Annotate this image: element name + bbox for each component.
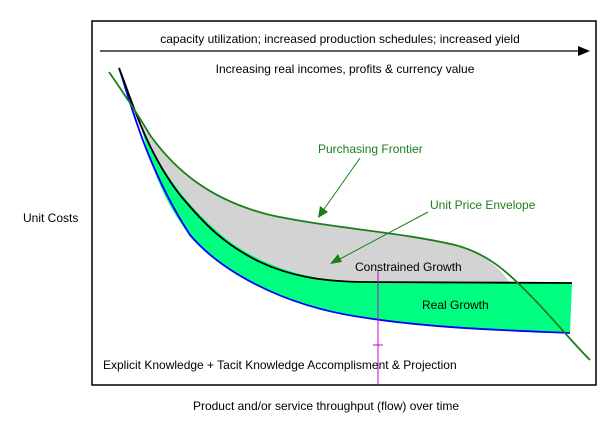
constrained-growth-label: Constrained Growth (355, 260, 462, 274)
subtitle: Increasing real incomes, profits & curre… (216, 62, 475, 76)
x-axis-label: Product and/or service throughput (flow)… (193, 399, 459, 413)
envelope-pointer-head (330, 254, 342, 264)
top-arrow-head (578, 46, 590, 56)
purchasing-frontier-label: Purchasing Frontier (318, 142, 423, 156)
y-axis-label: Unit Costs (23, 211, 78, 225)
unit-price-envelope-label: Unit Price Envelope (430, 198, 536, 212)
top-arrow-label: capacity utilization; increased producti… (160, 32, 520, 46)
purchasing-frontier-curve (108, 71, 591, 361)
real-growth-label: Real Growth (422, 298, 489, 312)
real-growth-curve (118, 67, 571, 334)
constrained-growth-region (140, 122, 510, 283)
constrained-growth-curve (118, 67, 573, 284)
bottom-note: Explicit Knowledge + Tacit Knowledge Acc… (103, 358, 457, 372)
frontier-pointer-head (318, 206, 328, 218)
envelope-pointer-line (337, 211, 429, 261)
frontier-pointer-line (321, 157, 361, 213)
